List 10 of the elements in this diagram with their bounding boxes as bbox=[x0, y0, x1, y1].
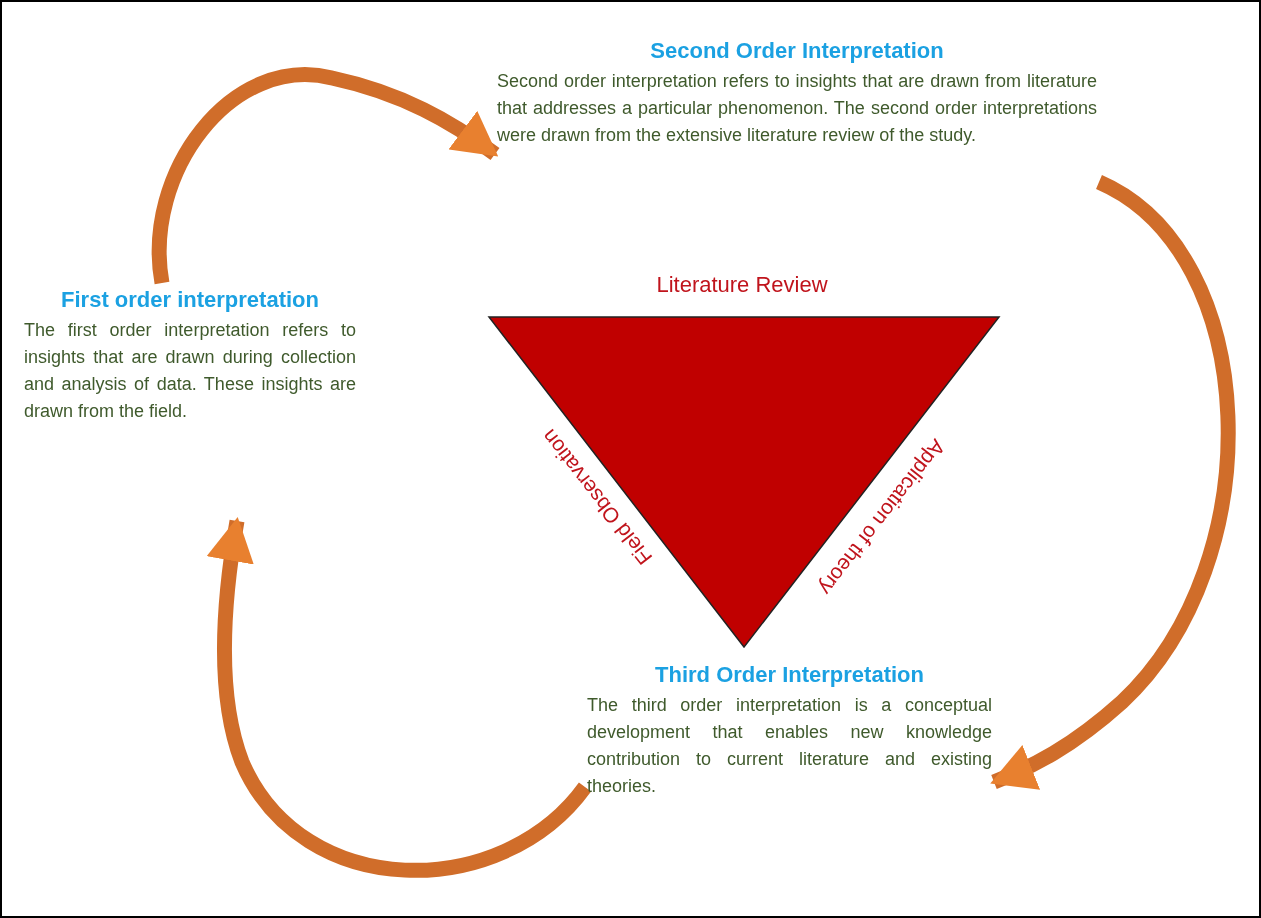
section-heading: Second Order Interpretation bbox=[649, 38, 945, 65]
description-paragraph: The first order interpretation refers to insights that are drawn during collection and analysis of data. These insights are drawn from the field. bbox=[24, 319, 356, 424]
curved-arrow bbox=[151, 67, 500, 284]
curved-arrow bbox=[206, 517, 591, 878]
description-paragraph: Second order interpretation refers to insights that are drawn from literature that addresses a particular phenomenon. The second order interpretations were drawn from the extensive literature review of the study. bbox=[497, 70, 1097, 148]
triangle-top-label: Literature Review bbox=[655, 272, 829, 299]
section-heading: First order interpretation bbox=[60, 287, 320, 314]
description-paragraph: The third order interpretation is a conceptual development that enables new knowledge contribution to current literature and existing theories. bbox=[587, 694, 992, 799]
curved-arrow bbox=[990, 175, 1236, 790]
section-heading: Third Order Interpretation bbox=[654, 662, 925, 689]
